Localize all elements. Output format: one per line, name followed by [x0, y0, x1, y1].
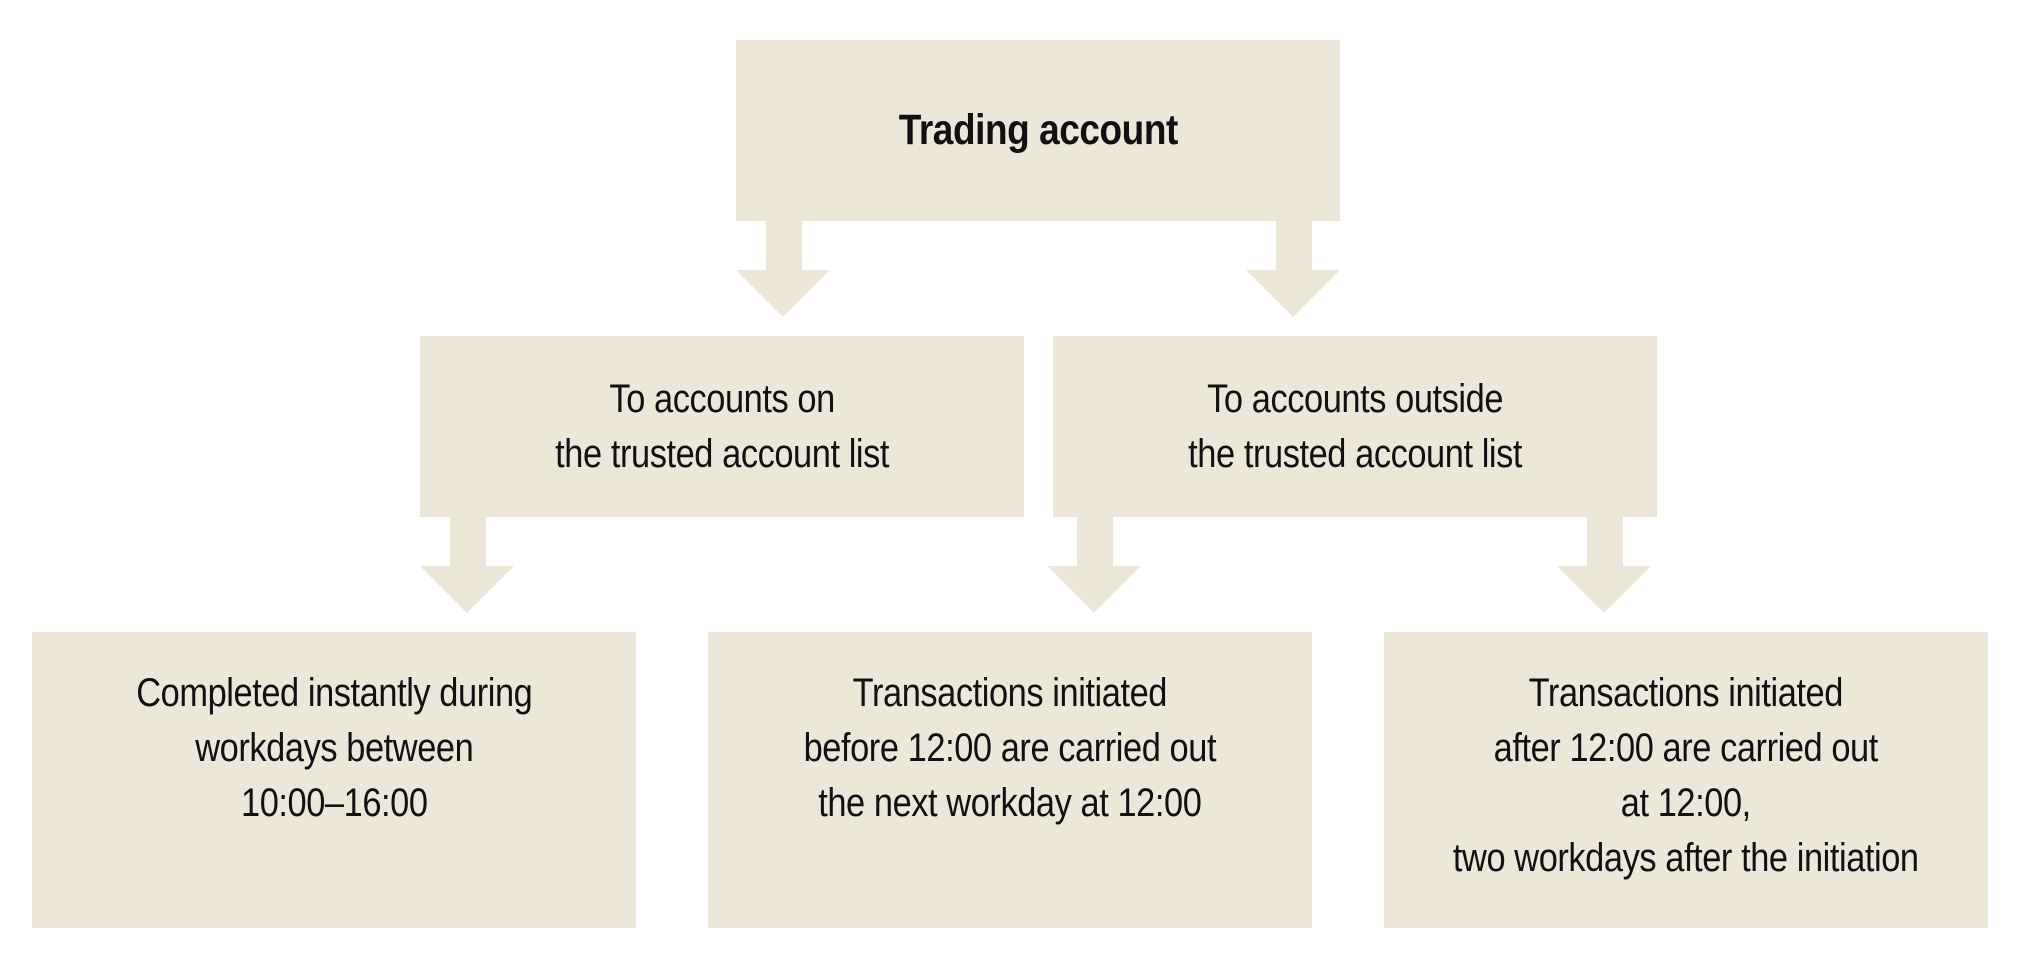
node-outside-trusted-accounts-label: To accounts outside the trusted account …: [1188, 376, 1522, 476]
node-trusted-accounts: To accounts on the trusted account list: [420, 336, 1024, 517]
node-outside-trusted-accounts: To accounts outside the trusted account …: [1053, 336, 1657, 517]
node-after-noon-label: Transactions initiated after 12:00 are c…: [1453, 671, 1919, 880]
node-before-noon-label: Transactions initiated before 12:00 are …: [803, 671, 1217, 825]
node-before-noon: Transactions initiated before 12:00 are …: [708, 632, 1312, 928]
node-trading-account-label: Trading account: [898, 106, 1178, 154]
node-trusted-accounts-label: To accounts on the trusted account list: [555, 376, 889, 476]
node-trading-account: Trading account: [736, 40, 1340, 221]
arrow-root-to-outside: [1246, 221, 1340, 317]
node-after-noon: Transactions initiated after 12:00 are c…: [1384, 632, 1988, 928]
arrow-outside-to-before-noon: [1047, 517, 1141, 613]
arrow-root-to-trusted: [736, 221, 830, 317]
node-completed-instantly: Completed instantly during workdays betw…: [32, 632, 636, 928]
arrow-outside-to-after-noon: [1557, 517, 1651, 613]
arrow-trusted-to-instant: [420, 517, 514, 613]
node-completed-instantly-label: Completed instantly during workdays betw…: [135, 671, 533, 825]
